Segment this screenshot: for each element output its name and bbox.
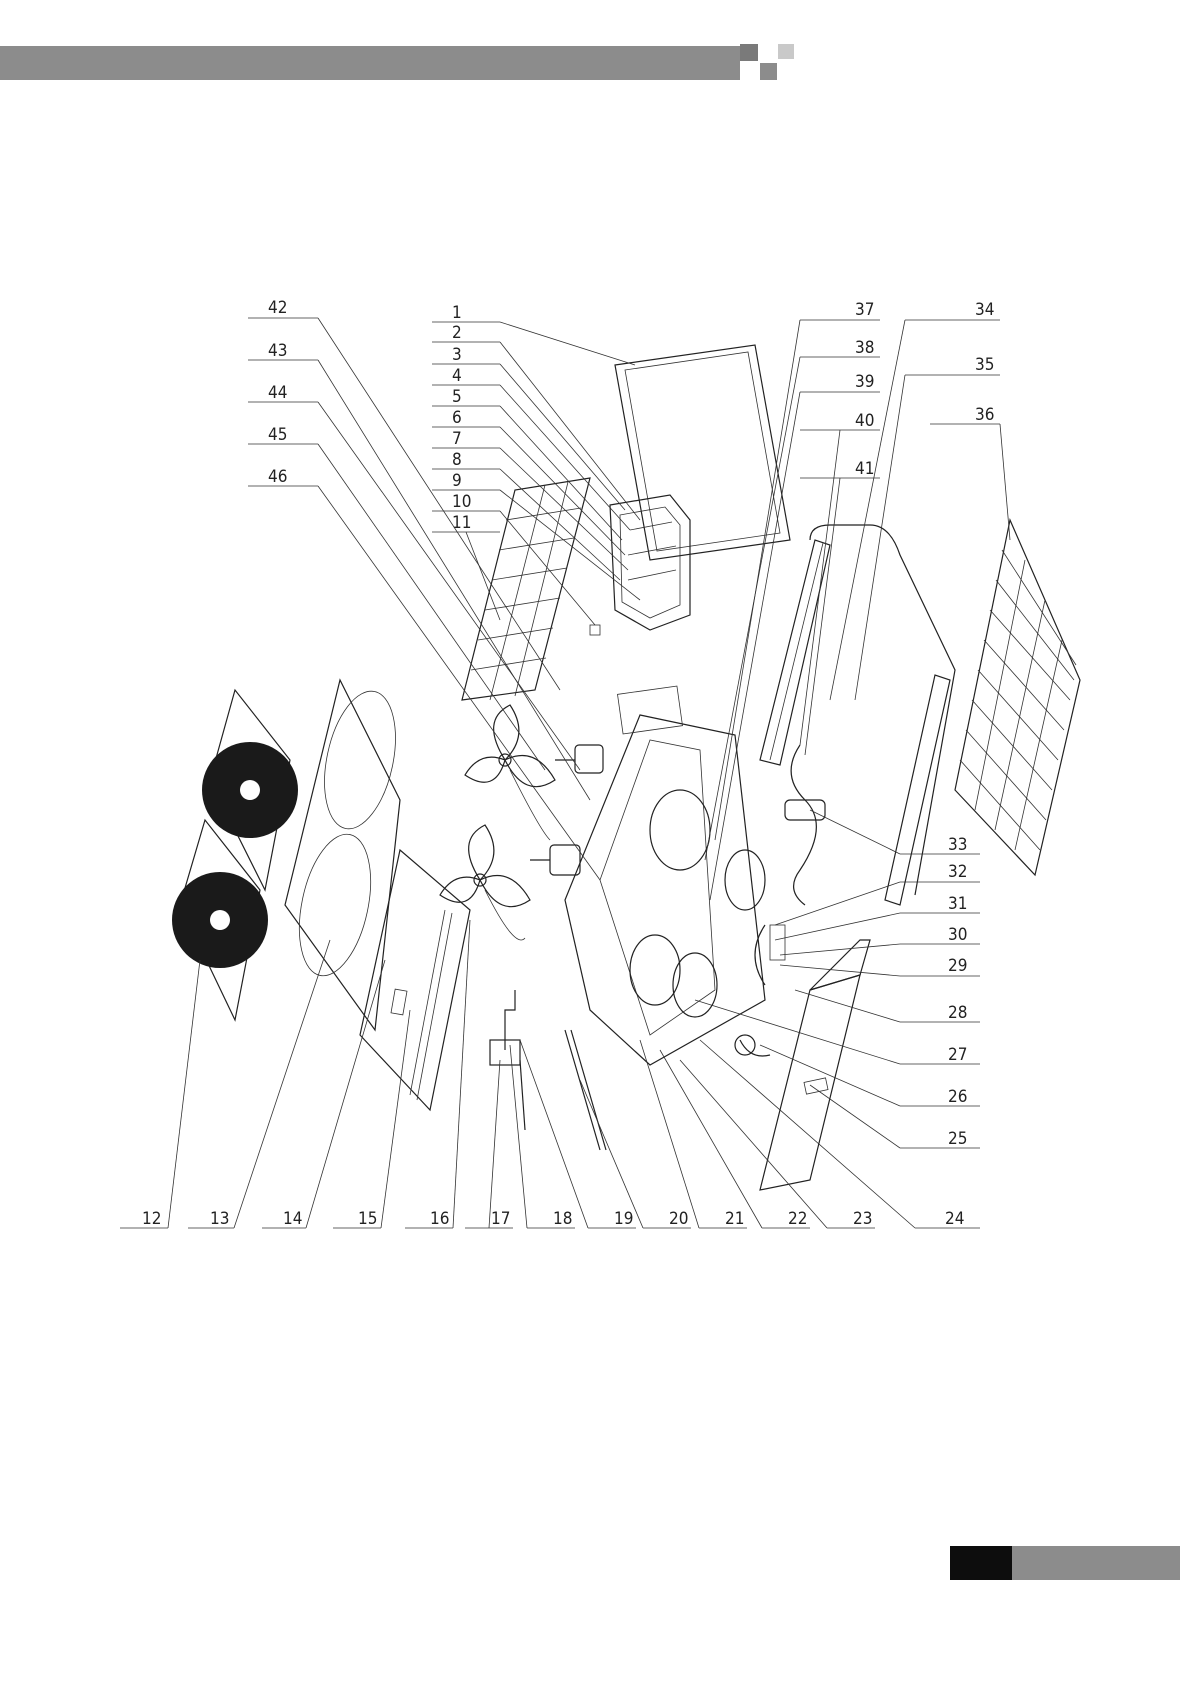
- callout-4: 4: [452, 366, 462, 386]
- leader-17: [489, 1060, 500, 1228]
- callout-12: 12: [142, 1209, 161, 1229]
- callout-25: 25: [948, 1129, 967, 1149]
- leader-9: [500, 490, 640, 600]
- callout-23: 23: [853, 1209, 872, 1229]
- callout-9: 9: [452, 471, 462, 491]
- axial-fan-lower: [440, 825, 530, 940]
- callout-13: 13: [210, 1209, 229, 1229]
- callout-16: 16: [430, 1209, 449, 1229]
- leader-13: [234, 940, 330, 1228]
- leader-2: [500, 342, 640, 520]
- electric-box: [590, 495, 690, 635]
- service-door: [760, 940, 870, 1190]
- callout-14: 14: [283, 1209, 302, 1229]
- callout-21: 21: [725, 1209, 744, 1229]
- callout-2: 2: [452, 323, 462, 343]
- callout-20: 20: [669, 1209, 688, 1229]
- fan-motor-lower: [530, 845, 580, 875]
- callout-29: 29: [948, 956, 967, 976]
- leader-46: [318, 486, 600, 880]
- leader-7: [500, 448, 628, 570]
- leader-31: [775, 913, 900, 940]
- leader-38: [705, 357, 800, 860]
- leader-5: [500, 406, 622, 540]
- callout-11: 11: [452, 513, 471, 533]
- fan-guard-lower: [172, 820, 268, 1020]
- callout-45: 45: [268, 425, 287, 445]
- callout-15: 15: [358, 1209, 377, 1229]
- callout-35: 35: [975, 355, 994, 375]
- leader-20: [580, 1080, 643, 1228]
- callout-30: 30: [948, 925, 967, 945]
- leader-15: [381, 1010, 410, 1228]
- leader-25: [810, 1085, 900, 1148]
- leader-19: [520, 1040, 588, 1228]
- callout-42: 42: [268, 298, 287, 318]
- leader-27: [695, 1000, 900, 1064]
- callout-41: 41: [855, 459, 874, 479]
- fan-guard-upper: [202, 690, 298, 890]
- callout-32: 32: [948, 862, 967, 882]
- callout-44: 44: [268, 383, 287, 403]
- leader-8: [500, 469, 620, 580]
- leader-29: [780, 965, 900, 976]
- callout-7: 7: [452, 429, 462, 449]
- leader-21: [640, 1040, 699, 1228]
- chassis: [565, 686, 765, 1065]
- leader-24: [700, 1040, 915, 1228]
- callout-18: 18: [553, 1209, 572, 1229]
- leader-28: [795, 990, 900, 1022]
- callout-5: 5: [452, 387, 462, 407]
- callout-38: 38: [855, 338, 874, 358]
- callout-33: 33: [948, 835, 967, 855]
- leader-40: [800, 430, 840, 745]
- leader-1: [500, 322, 635, 365]
- callout-26: 26: [948, 1087, 967, 1107]
- callout-46: 46: [268, 467, 287, 487]
- callout-43: 43: [268, 341, 287, 361]
- leader-33: [810, 810, 900, 854]
- callout-40: 40: [855, 411, 874, 431]
- callout-36: 36: [975, 405, 994, 425]
- leader-4: [500, 385, 630, 530]
- callout-22: 22: [788, 1209, 807, 1229]
- leader-14: [306, 960, 385, 1228]
- leader-16: [453, 920, 470, 1228]
- axial-fan-upper: [465, 705, 555, 840]
- callout-17: 17: [491, 1209, 510, 1229]
- leader-39: [710, 392, 800, 900]
- rear-wire-grid: [955, 520, 1080, 875]
- callout-37: 37: [855, 300, 874, 320]
- heater-rod: [565, 1030, 606, 1150]
- parts-drawing: [172, 345, 1080, 1190]
- callout-27: 27: [948, 1045, 967, 1065]
- callout-10: 10: [452, 492, 471, 512]
- right-side-panel: [360, 850, 470, 1110]
- callout-19: 19: [614, 1209, 633, 1229]
- leader-10: [500, 511, 595, 625]
- leader-42: [318, 318, 560, 690]
- callout-1: 1: [452, 303, 462, 323]
- callout-8: 8: [452, 450, 462, 470]
- callout-28: 28: [948, 1003, 967, 1023]
- leader-11: [466, 532, 500, 620]
- front-panel: [285, 680, 407, 1030]
- callout-24: 24: [945, 1209, 964, 1229]
- callout-6: 6: [452, 408, 462, 428]
- callout-31: 31: [948, 894, 967, 914]
- leader-3: [500, 364, 625, 510]
- leader-18: [510, 1045, 527, 1228]
- leader-36: [1000, 424, 1010, 540]
- leader-22: [660, 1050, 762, 1228]
- callout-34: 34: [975, 300, 994, 320]
- valve-assembly: [490, 990, 525, 1130]
- leader-30: [780, 944, 900, 955]
- callout-39: 39: [855, 372, 874, 392]
- leader-41: [805, 478, 840, 755]
- condenser-coil: [760, 525, 955, 905]
- callout-3: 3: [452, 345, 462, 365]
- leader-6: [500, 427, 625, 555]
- leader-12: [168, 960, 200, 1228]
